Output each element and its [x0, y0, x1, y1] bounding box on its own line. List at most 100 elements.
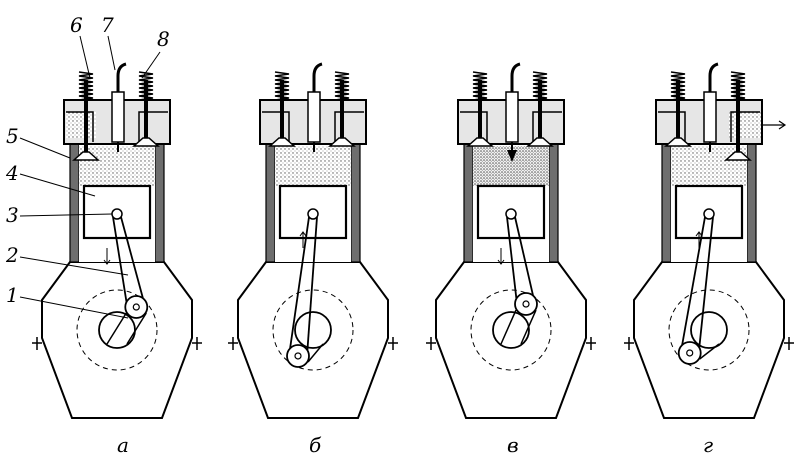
spark-plug-body — [307, 91, 321, 143]
intake-valve-spring — [274, 71, 290, 101]
crankshaft-main — [294, 311, 332, 349]
spark-flash — [507, 150, 517, 162]
exhaust-port — [334, 111, 364, 142]
crank-path-circle — [470, 289, 552, 371]
cylinder-wall-right — [350, 139, 361, 263]
exhaust-valve-spring — [138, 71, 154, 101]
leader-5 — [19, 137, 71, 159]
callout-7: 7 — [101, 13, 114, 37]
spark-plug-body — [505, 91, 519, 143]
intake-valve-spring — [78, 71, 94, 101]
intake-port — [658, 111, 686, 142]
caption-a: а — [117, 433, 129, 457]
crankshaft-main — [690, 311, 728, 349]
exhaust-port — [730, 111, 760, 142]
leader-7 — [107, 35, 116, 71]
piston-pin — [505, 208, 517, 220]
exhaust-valve-head — [132, 137, 160, 147]
exhaust-valve-spring — [532, 71, 548, 101]
caption-g: г — [703, 433, 713, 457]
cylinder-wall-left — [661, 139, 672, 263]
intake-valve-head — [268, 137, 296, 147]
spark-plug-body — [703, 91, 717, 143]
leader-6 — [79, 35, 91, 79]
engine-a — [32, 62, 202, 419]
crank-arm-right — [126, 312, 147, 345]
exhaust-port — [138, 111, 168, 142]
crank-arm-right — [307, 343, 324, 363]
caption-v: в — [507, 433, 519, 457]
exhaust-valve-spring — [730, 71, 746, 101]
exhaust-port-charge — [729, 112, 761, 138]
spark-plug-wire — [708, 62, 719, 92]
leader-3 — [19, 213, 113, 217]
motion-arrow-head — [695, 231, 703, 237]
callout-3: 3 — [6, 203, 19, 227]
connecting-rod-left — [112, 216, 129, 308]
engine-g — [624, 62, 794, 419]
connecting-rod-right — [306, 216, 318, 357]
callout-2: 2 — [5, 243, 19, 267]
connecting-rod-right — [697, 216, 714, 354]
exhaust-port — [532, 111, 562, 142]
cylinder-wall-left — [265, 139, 276, 263]
crank-pin — [686, 349, 694, 357]
intake-port-charge — [66, 112, 96, 138]
caption-layer: а б в г — [117, 433, 713, 457]
caption-b: б — [309, 433, 322, 457]
callout-1: 1 — [6, 283, 19, 307]
connecting-rod-right — [514, 216, 536, 305]
motion-arrow-head — [299, 231, 307, 237]
intake-valve-head — [466, 137, 494, 147]
piston — [278, 184, 348, 240]
cylinder-wall-right — [154, 139, 165, 263]
crank-arm-right — [699, 343, 720, 360]
leader-8 — [141, 51, 161, 79]
callout-4: 4 — [5, 161, 19, 185]
exhaust-valve-head — [328, 137, 356, 147]
leader-4 — [19, 173, 96, 197]
leader-2 — [19, 256, 129, 276]
cylinder-wall-right — [548, 139, 559, 263]
intake-port — [262, 111, 290, 142]
spark-plug-wire — [116, 62, 127, 92]
crankshaft-main — [492, 311, 530, 349]
intake-valve-spring — [472, 71, 488, 101]
crank-arm-right — [520, 309, 537, 345]
crank-arm-left — [106, 312, 127, 345]
piston-pin — [307, 208, 319, 220]
motion-arrow-head — [103, 259, 111, 265]
crank-path-circle — [668, 289, 750, 371]
engine-b — [228, 62, 398, 419]
crank-arm-left — [500, 309, 517, 345]
spark-plug-wire — [312, 62, 323, 92]
crank-path-circle — [272, 289, 354, 371]
crank-pin — [294, 352, 302, 360]
leader-1 — [19, 296, 129, 319]
intake-port — [460, 111, 488, 142]
intake-port — [66, 111, 94, 142]
connecting-rod-left — [506, 216, 518, 305]
engine-v — [426, 62, 596, 419]
crankshaft-main — [98, 311, 136, 349]
callout-8: 8 — [157, 27, 170, 51]
spark-plug-wire — [510, 62, 521, 92]
callout-layer: 1 2 3 4 5 6 7 8 — [5, 13, 170, 319]
crank-path-circle — [76, 289, 158, 371]
callout-6: 6 — [70, 13, 83, 37]
connecting-rod-left — [288, 216, 310, 357]
cylinder-wall-left — [463, 139, 474, 263]
exhaust-valve-head — [724, 151, 752, 161]
gas-charge — [79, 146, 155, 186]
intake-valve-head — [664, 137, 692, 147]
piston-pin — [703, 208, 715, 220]
gas-charge — [275, 146, 351, 186]
motion-arrow-head — [497, 259, 505, 265]
exhaust-valve-head — [526, 137, 554, 147]
intake-valve-spring — [670, 71, 686, 101]
callout-5: 5 — [6, 124, 19, 148]
spark-plug-body — [111, 91, 125, 143]
exhaust-flow-arrow-head — [778, 120, 787, 130]
